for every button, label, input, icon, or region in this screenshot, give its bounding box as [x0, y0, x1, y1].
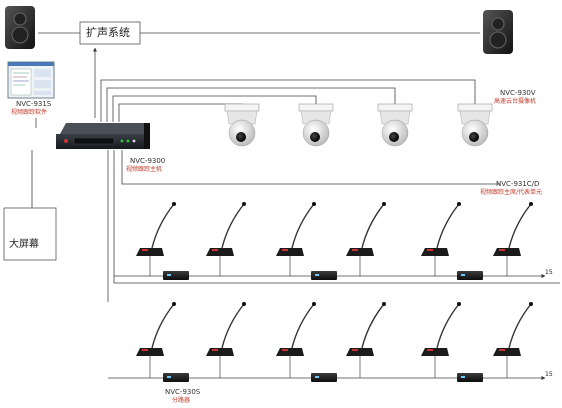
- gooseneck-microphone-icon: [493, 202, 533, 276]
- software-model-label: NVC-931S: [16, 100, 52, 108]
- speaker-icon: [5, 6, 35, 49]
- splitter-box-icon: [311, 271, 337, 280]
- splitter-desc-label: 分路器: [172, 397, 191, 404]
- splitter-box-icon: [457, 271, 483, 280]
- software-window-icon: [7, 61, 55, 99]
- gooseneck-microphone-icon: [276, 202, 316, 276]
- host-model-label: NVC-9300: [130, 157, 166, 165]
- gooseneck-microphone-icon: [136, 202, 176, 276]
- dome-camera-icon: [298, 103, 334, 147]
- gooseneck-microphone-icon: [276, 302, 316, 378]
- gooseneck-microphone-icon: [421, 302, 461, 378]
- gooseneck-microphone-icon: [493, 302, 533, 378]
- host-desc-label: 视频跟踪主机: [126, 166, 163, 173]
- gooseneck-microphone-icon: [206, 202, 246, 276]
- splitter-model-label: NVC-930S: [165, 388, 201, 396]
- unit-desc-label: 视频跟踪主席/代表单元: [480, 189, 543, 196]
- connection-lines: [31, 32, 560, 380]
- row2-count-label: 15: [545, 371, 553, 378]
- gooseneck-microphone-icon: [346, 302, 386, 378]
- software-desc-label: 视频跟踪软件: [11, 109, 48, 116]
- dome-camera-icon: [457, 103, 493, 147]
- splitter-box-icon: [311, 373, 337, 382]
- row1-count-label: 15: [545, 269, 553, 276]
- dome-camera-icon: [224, 103, 260, 147]
- big-screen-box: [3, 207, 57, 261]
- splitter-box-icon: [457, 373, 483, 382]
- gooseneck-microphone-icon: [346, 202, 386, 276]
- splitter-box-icon: [163, 271, 189, 280]
- dome-camera-icon: [377, 103, 413, 147]
- pa-system-label: 扩声系统: [86, 26, 130, 39]
- big-screen-label: 大屏幕: [9, 239, 39, 250]
- gooseneck-microphone-icon: [136, 302, 176, 378]
- gooseneck-microphone-icon: [206, 302, 246, 378]
- pa-system-box: [79, 21, 141, 45]
- speaker-icon: [483, 10, 513, 54]
- camera-model-label: NVC-930V: [500, 89, 536, 97]
- camera-desc-label: 高速云台摄像机: [494, 98, 537, 105]
- splitter-box-icon: [163, 373, 189, 382]
- tracking-host-icon: [56, 123, 150, 149]
- gooseneck-microphone-icon: [421, 202, 461, 276]
- unit-model-label: NVC-931C/D: [496, 180, 540, 188]
